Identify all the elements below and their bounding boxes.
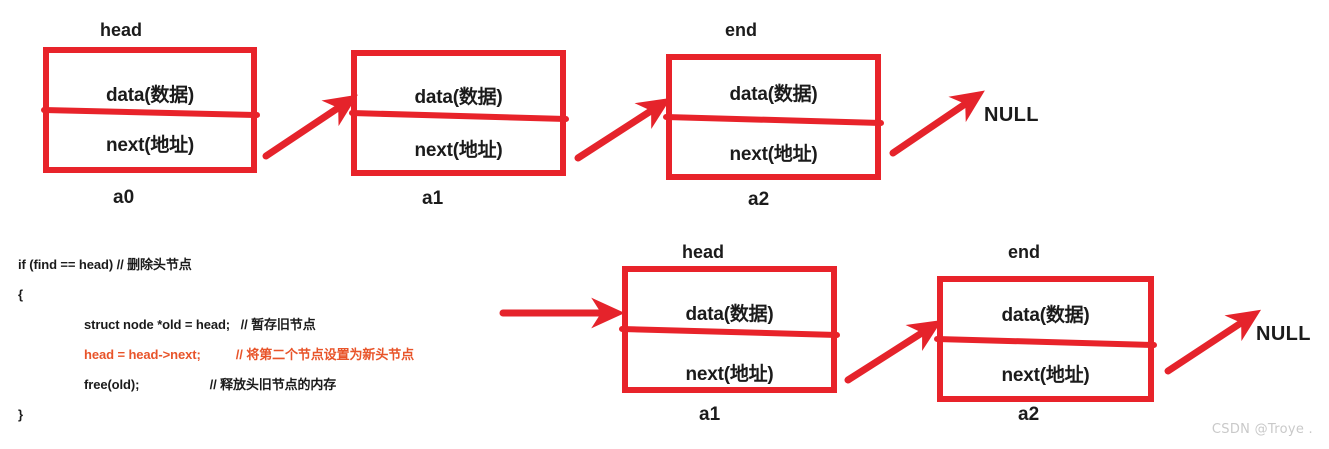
node-bottom-a1-data-label: data(数据) [685, 304, 774, 325]
pointer-label-end-top: end [725, 20, 758, 40]
pointer-label-end-bottom: end [1008, 242, 1041, 262]
code-line-1: { [18, 287, 23, 302]
arrow-bottom-a2-to-null [1164, 309, 1262, 375]
code-line-0: if (find == head) // 删除头节点 [18, 257, 192, 272]
node-a1-name-label: a1 [422, 188, 444, 209]
node-divider-bottom-a2 [934, 336, 1157, 348]
code-line-2: struct node *old = head; // 暂存旧节点 [84, 317, 316, 332]
node-a0-next-label: next(地址) [105, 135, 195, 156]
node-a2-data-label: data(数据) [729, 84, 818, 105]
node-bottom-a2-name-label: a2 [1018, 404, 1040, 425]
code-line-3-highlighted: head = head->next; // 将第二个节点设置为新头节点 [84, 347, 415, 362]
node-bottom-a2-next-label: next(地址) [1001, 365, 1090, 386]
pointer-label-head-top: head [100, 20, 143, 40]
arrow-a1-to-a2 [574, 97, 672, 162]
code-line-5: } [18, 407, 23, 422]
code-block: if (find == head) // 删除头节点 { struct node… [18, 258, 538, 438]
node-bottom-a1-name-label: a1 [699, 404, 721, 425]
node-a0-data-label: data(数据) [105, 85, 195, 106]
node-bottom-a2-data-label: data(数据) [1001, 305, 1090, 326]
null-terminator-top: NULL [984, 104, 1039, 126]
node-divider-bottom-a1 [619, 326, 840, 338]
node-a2-next-label: next(地址) [729, 144, 818, 165]
node-bottom-a1-next-label: next(地址) [685, 364, 774, 385]
node-divider-a2 [663, 114, 884, 126]
pointer-label-head-bottom: head [682, 242, 725, 262]
code-line-4: free(old); // 释放头旧节点的内存 [84, 377, 337, 392]
node-divider-a0 [41, 107, 260, 118]
node-a2-name-label: a2 [748, 189, 770, 210]
watermark: CSDN @Troye . [1211, 422, 1313, 437]
arrow-a2-to-null [889, 90, 985, 157]
null-terminator-bottom: NULL [1256, 323, 1311, 345]
node-a1-data-label: data(数据) [414, 87, 503, 108]
node-divider-a1 [349, 110, 569, 122]
arrow-bottom-a1-to-a2 [844, 319, 943, 384]
node-a1-next-label: next(地址) [414, 140, 503, 161]
node-a0-name-label: a0 [113, 187, 135, 208]
arrow-a0-to-a1 [262, 94, 358, 160]
